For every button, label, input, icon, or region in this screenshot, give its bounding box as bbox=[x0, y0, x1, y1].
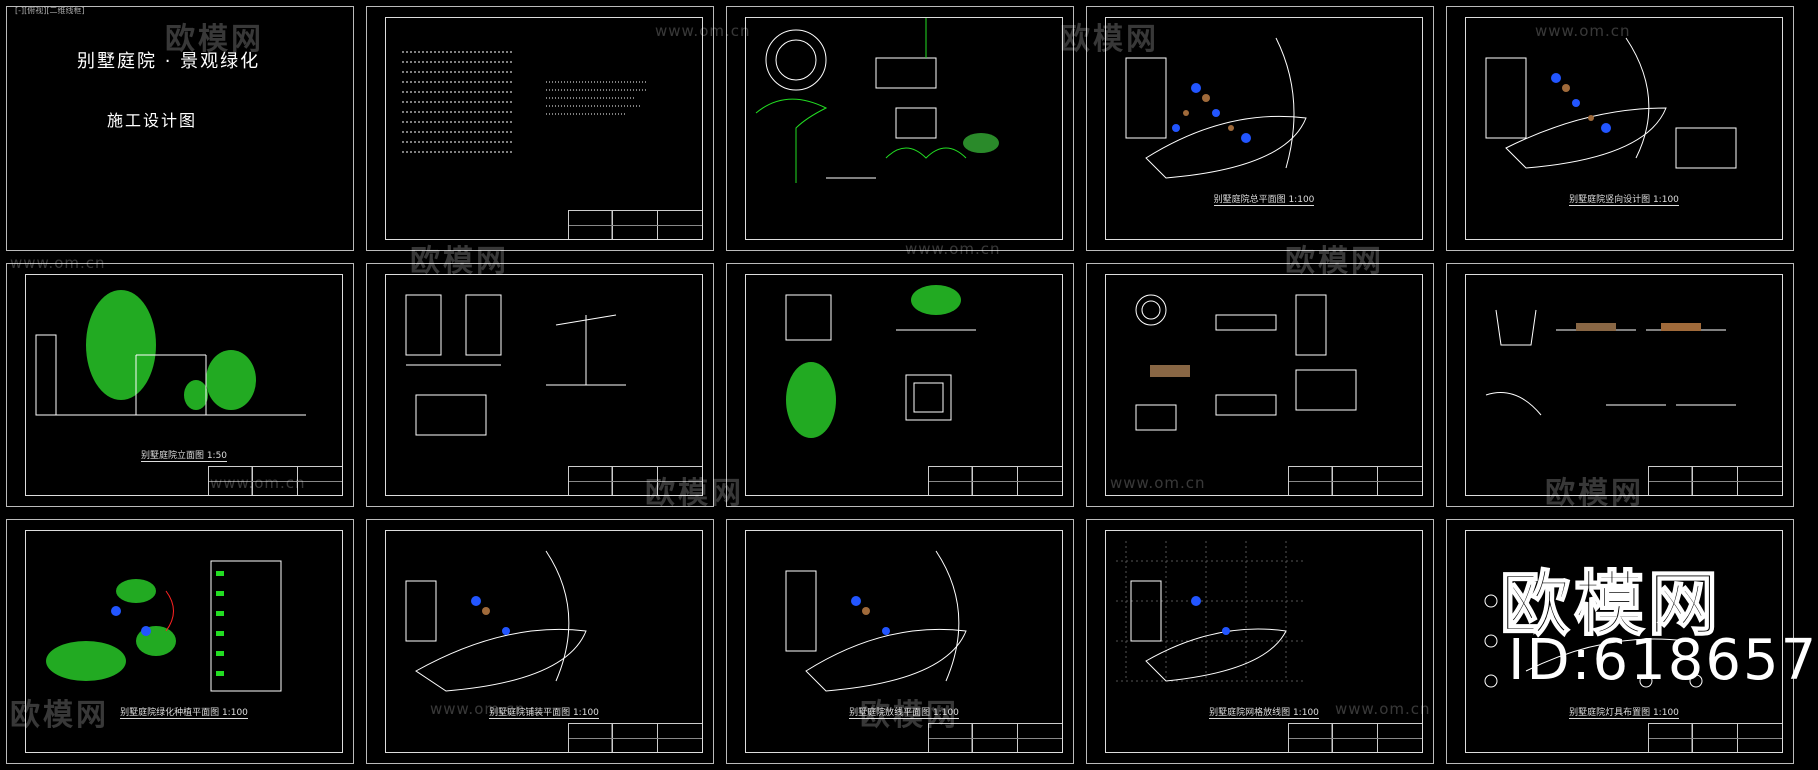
site-plan bbox=[785, 551, 967, 692]
sheet-details-1[interactable] bbox=[726, 6, 1074, 251]
sheet-caption: 别墅庭院网格放线图 1:100 bbox=[1209, 708, 1319, 719]
sheet-plan-4[interactable]: 别墅庭院放线平面图 1:100 bbox=[726, 519, 1074, 764]
lighting-plan bbox=[1484, 594, 1703, 688]
sheet-frame: 别墅庭院铺装平面图 1:100 bbox=[385, 530, 703, 753]
site-plan bbox=[1485, 37, 1737, 169]
planting-plan bbox=[46, 560, 282, 692]
title-block bbox=[568, 209, 702, 239]
sheet-plan-6[interactable]: 别墅庭院灯具布置图 1:100 bbox=[1446, 519, 1794, 764]
sheet-plan-3[interactable]: 别墅庭院铺装平面图 1:100 bbox=[366, 519, 714, 764]
sheet-caption: 别墅庭院铺装平面图 1:100 bbox=[489, 708, 599, 719]
sheet-frame: 别墅庭院立面图 1:50 bbox=[25, 273, 343, 497]
title-block bbox=[928, 723, 1062, 752]
title-block bbox=[928, 466, 1062, 496]
sheet-cover[interactable]: [-][俯视][二维线框] 别墅庭院 · 景观绿化 施工设计图 bbox=[6, 6, 354, 251]
sheet-frame bbox=[385, 17, 703, 240]
sheet-frame: 别墅庭院网格放线图 1:100 bbox=[1105, 530, 1423, 753]
index-lines bbox=[402, 51, 646, 153]
details-drawing bbox=[1135, 294, 1357, 431]
sheet-frame: 别墅庭院灯具布置图 1:100 bbox=[1465, 530, 1783, 753]
title-block bbox=[1288, 466, 1422, 496]
sheet-plan-1[interactable]: 别墅庭院总平面图 1:100 bbox=[1086, 6, 1434, 251]
sheet-caption: 别墅庭院灯具布置图 1:100 bbox=[1569, 708, 1679, 719]
sheet-caption: 别墅庭院绿化种植平面图 1:100 bbox=[120, 708, 248, 719]
sheet-frame bbox=[1465, 273, 1783, 497]
title-block bbox=[568, 723, 702, 752]
sheet-frame: 别墅庭院总平面图 1:100 bbox=[1105, 17, 1423, 240]
grid-plan bbox=[1116, 541, 1306, 682]
title-block bbox=[1648, 466, 1782, 496]
title-block bbox=[568, 466, 702, 496]
cover-subtitle: 施工设计图 bbox=[107, 111, 198, 130]
sheet-caption: 别墅庭院立面图 1:50 bbox=[140, 451, 228, 463]
sheet-caption: 别墅庭院竖向设计图 1:100 bbox=[1569, 194, 1679, 206]
site-plan bbox=[1125, 37, 1307, 179]
viewport-tab[interactable]: [-][俯视][二维线框] bbox=[15, 6, 85, 15]
details-drawing bbox=[1485, 309, 1736, 415]
sheet-frame bbox=[745, 273, 1063, 497]
site-plan bbox=[405, 551, 587, 692]
title-block bbox=[1648, 723, 1782, 752]
sheet-frame bbox=[385, 273, 703, 497]
sheet-caption: 别墅庭院放线平面图 1:100 bbox=[849, 708, 959, 719]
details-drawing bbox=[785, 284, 976, 438]
sheet-frame: 别墅庭院放线平面图 1:100 bbox=[745, 530, 1063, 753]
sheet-caption: 别墅庭院总平面图 1:100 bbox=[1213, 194, 1315, 206]
sheet-details-4[interactable] bbox=[1086, 262, 1434, 508]
brand-logo: 欧模网 bbox=[1499, 562, 1722, 646]
sheet-frame: 别墅庭院绿化种植平面图 1:100 bbox=[25, 530, 343, 753]
sheet-details-2[interactable] bbox=[366, 262, 714, 508]
sheet-frame bbox=[1105, 273, 1423, 497]
sheet-plan-2[interactable]: 别墅庭院竖向设计图 1:100 bbox=[1446, 6, 1794, 251]
sheet-plan-5[interactable]: 别墅庭院网格放线图 1:100 bbox=[1086, 519, 1434, 764]
sheet-index[interactable] bbox=[366, 6, 714, 251]
sheet-details-5[interactable] bbox=[1446, 262, 1794, 508]
sheet-frame bbox=[745, 17, 1063, 240]
model-id: ID:618657 bbox=[1508, 628, 1818, 693]
cover-title: 别墅庭院 · 景观绿化 bbox=[77, 51, 261, 72]
sheet-planting[interactable]: 别墅庭院绿化种植平面图 1:100 bbox=[6, 519, 354, 764]
details-drawing bbox=[405, 294, 626, 436]
title-block bbox=[208, 466, 342, 496]
sheet-grid: [-][俯视][二维线框] 别墅庭院 · 景观绿化 施工设计图 bbox=[6, 6, 1794, 764]
sheet-frame: 别墅庭院竖向设计图 1:100 bbox=[1465, 17, 1783, 240]
elevation-drawing bbox=[35, 289, 306, 416]
sheet-elevation[interactable]: 别墅庭院立面图 1:50 bbox=[6, 262, 354, 508]
sheet-details-3[interactable] bbox=[726, 262, 1074, 508]
title-block bbox=[1288, 723, 1422, 752]
details-drawing bbox=[755, 18, 999, 183]
